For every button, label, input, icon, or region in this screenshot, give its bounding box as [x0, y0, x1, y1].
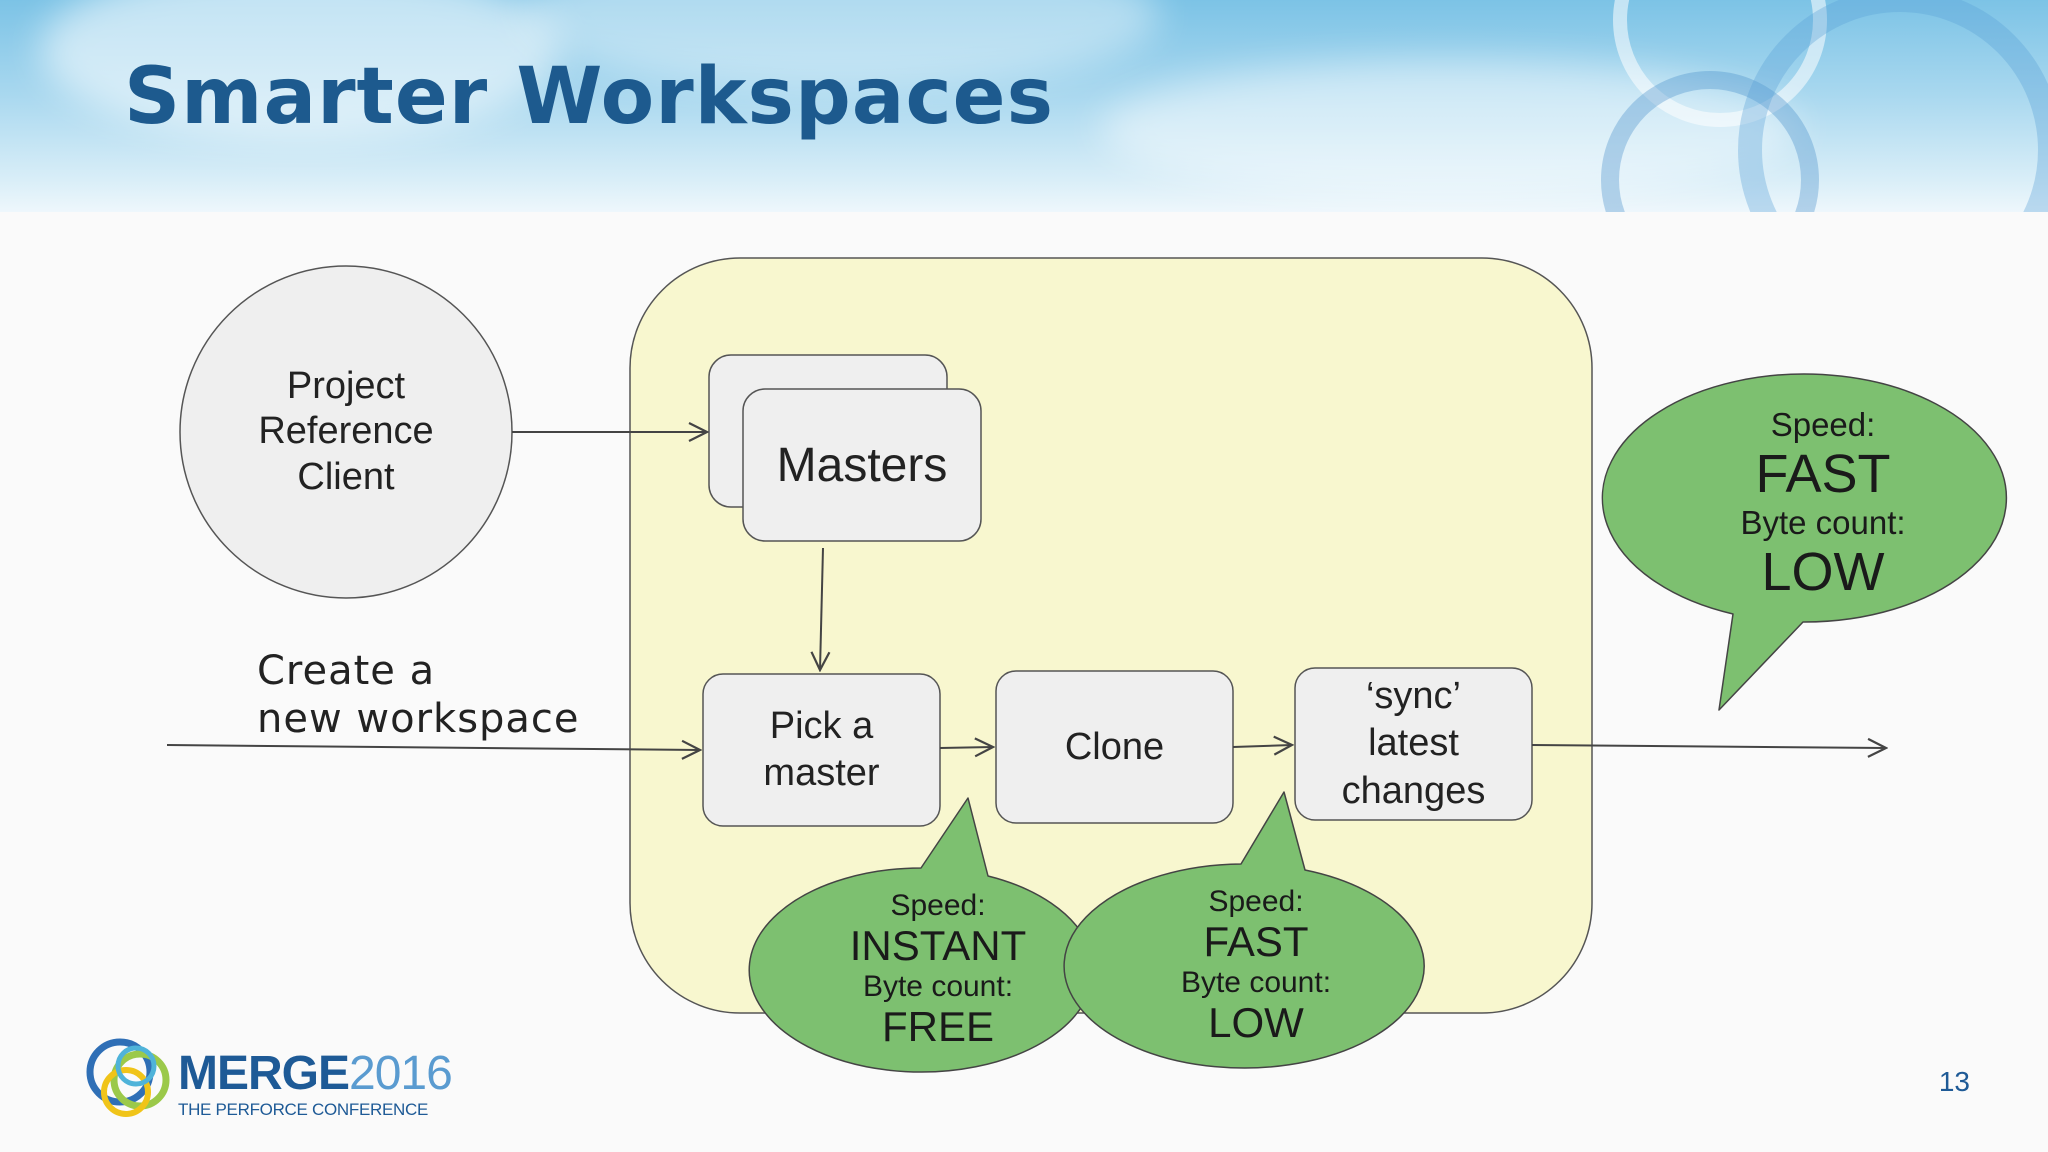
callout-text-clone: Speed: FAST Byte count: LOW	[1096, 868, 1416, 1064]
speed-value: FAST	[1203, 917, 1309, 965]
speed-label: Speed:	[1208, 884, 1304, 918]
create-workspace-label: Create a new workspace	[257, 648, 580, 742]
merge-logo-icon	[86, 1038, 170, 1117]
step-box-pick	[702, 673, 941, 827]
step-label-pick: Pick a master	[763, 704, 880, 795]
arrow-masters-to-pick	[820, 547, 823, 670]
callout-bubble-result	[1601, 373, 2008, 711]
slide-title: Smarter Workspaces	[124, 52, 1055, 142]
callout-bubble-clone	[1063, 791, 1425, 1069]
callout-text-result: Speed: FAST Byte count: LOW	[1640, 390, 2006, 620]
speed-value: INSTANT	[849, 921, 1027, 969]
logo-tagline: THE PERFORCE CONFERENCE	[178, 1100, 429, 1119]
step-label-clone: Clone	[1064, 725, 1165, 768]
byte-count-label: Byte count:	[862, 970, 1014, 1003]
logo-name: MERGE	[178, 1047, 350, 1100]
reference-client-label: Project Reference Client	[258, 364, 434, 498]
byte-count-label: Byte count:	[1740, 504, 1906, 541]
masters-label: Masters	[776, 438, 948, 492]
byte-count-value: LOW	[1761, 542, 1885, 603]
header-banner: Smarter Workspaces	[0, 0, 2048, 212]
logo-year: 2016	[349, 1047, 453, 1100]
page-number: 13	[1938, 1066, 1970, 1097]
speed-value: FAST	[1755, 443, 1891, 504]
decorative-rings	[1601, 0, 2048, 212]
arrow-entry-to-pick	[166, 745, 700, 750]
masters-front-card	[742, 388, 982, 542]
speed-label: Speed:	[1770, 405, 1876, 443]
byte-count-value: LOW	[1208, 999, 1304, 1046]
arrow-sync-to-output	[1531, 745, 1886, 748]
byte-count-label: Byte count:	[1180, 966, 1332, 999]
merge-logo: MERGE2016 THE PERFORCE CONFERENCE	[178, 1047, 453, 1120]
step-box-sync	[1294, 667, 1533, 821]
arrow-pick-to-clone	[939, 747, 993, 748]
step-label-sync: ‘sync’ latest changes	[1341, 674, 1486, 812]
byte-count-value: FREE	[881, 1003, 994, 1050]
callout-text-pick: Speed: INSTANT Byte count: FREE	[778, 872, 1098, 1068]
arrow-clone-to-sync	[1232, 745, 1292, 747]
speed-label: Speed:	[890, 888, 986, 922]
